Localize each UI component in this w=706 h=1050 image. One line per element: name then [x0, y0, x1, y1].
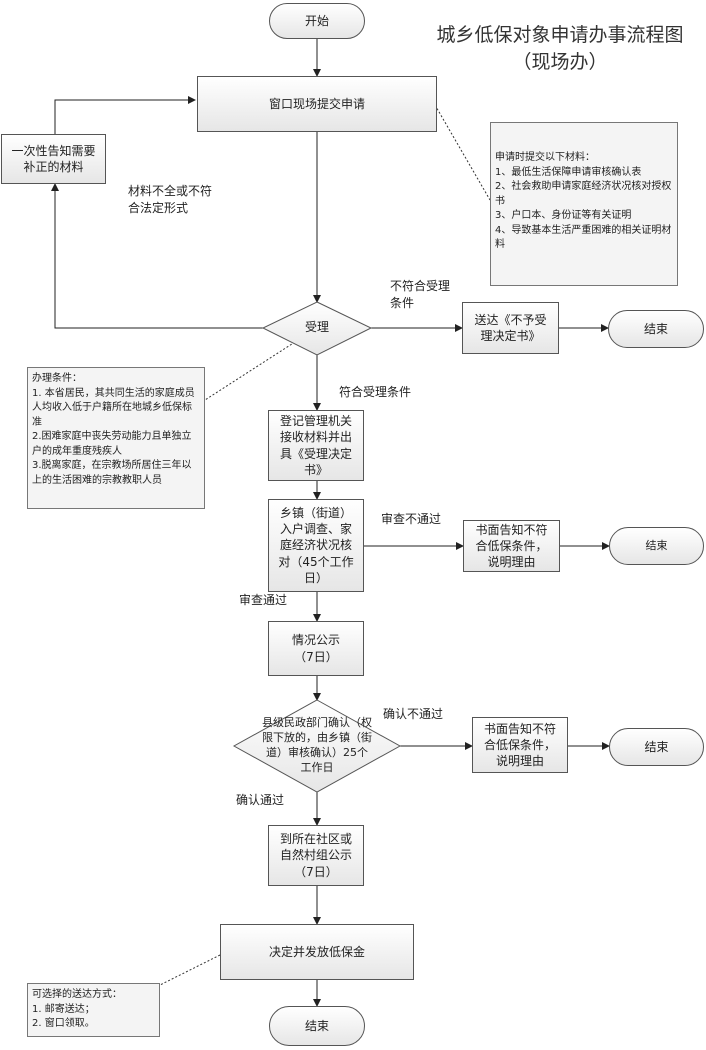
materials-note-heading: 申请时提交以下材料： [495, 152, 595, 163]
end-node-3: 结束 [609, 728, 704, 766]
note-link-conditions [204, 341, 296, 401]
register-node: 登记管理机关接收材料并出具《受理决定书》 [268, 410, 364, 481]
conditions-note-item: 2.困难家庭中丧失劳动能力且单独立户的成年重度残疾人 [32, 431, 192, 457]
decide-node: 决定并发放低保金 [220, 924, 414, 980]
survey-fail-notice-node: 书面告知不符合低保条件，说明理由 [463, 520, 560, 572]
delivery-note-item: 2. 窗口领取。 [32, 1018, 95, 1029]
diagram-title-line1: 城乡低保对象申请办事流程图 [436, 24, 684, 46]
note-link-delivery [159, 954, 221, 986]
diagram-title-line2: （现场办） [512, 51, 608, 73]
edge-label-not-qualified: 不符合受理条件 [390, 279, 451, 310]
note-link-materials [434, 104, 491, 201]
accept-label: 受理 [304, 320, 329, 335]
edge-label-confirm-pass: 确认通过 [236, 793, 285, 807]
delivery-note-heading: 可选择的送达方式： [32, 989, 122, 1000]
edge-notify-submit [54, 96, 196, 134]
edge-accept-notify [51, 183, 263, 329]
county-confirm-diamond [232, 699, 402, 793]
edge-label-review-fail: 审查不通过 [381, 512, 442, 526]
materials-note: 申请时提交以下材料： 1、最低生活保障申请审核确认表 2、社会救助申请家庭经济状… [490, 122, 678, 286]
materials-note-item: 4、导致基本生活严重困难的相关证明材料 [495, 224, 672, 251]
conditions-note: 办理条件： 1. 本省居民，其共同生活的家庭成员人均收入低于户籍所在地城乡低保标… [27, 367, 205, 509]
conditions-note-heading: 办理条件： [32, 373, 82, 384]
materials-note-item: 3、户口本、身份证等有关证明 [495, 210, 632, 221]
start-node: 开始 [269, 3, 365, 39]
edge-label-qualified: 符合受理条件 [339, 385, 412, 399]
notify-correction-node: 一次性告知需要补正的材料 [1, 134, 106, 184]
delivery-note-item: 1. 邮寄送达； [32, 1003, 95, 1015]
end-node-2: 结束 [609, 527, 704, 565]
edge-label-confirm-fail: 确认不通过 [383, 707, 444, 721]
delivery-note: 可选择的送达方式： 1. 邮寄送达； 2. 窗口领取。 [27, 983, 160, 1037]
end-node-1: 结束 [608, 310, 704, 348]
submit-application-node: 窗口现场提交申请 [197, 76, 437, 132]
publicity1-node: 情况公示（7日） [268, 621, 364, 676]
county-confirm-label: 县级民政部门确认（权限下放的，由乡镇（街道）审核确认）25个工作日 [262, 716, 372, 774]
end-node-4: 结束 [269, 1006, 365, 1046]
edge-label-incomplete: 材料不全或不符合法定形式 [128, 184, 213, 215]
conditions-note-item: 1. 本省居民，其共同生活的家庭成员人均收入低于户籍所在地城乡低保标准 [32, 387, 195, 428]
conditions-note-item: 3.脱离家庭，在宗教场所居住三年以上的生活困难的宗教教职人员 [32, 460, 192, 486]
publicity2-node: 到所在社区或自然村组公示（7日） [268, 825, 364, 886]
survey-node: 乡镇（街道）入户调查、家庭经济状况核对（45个工作日） [268, 499, 364, 592]
reject-deliver-node: 送达《不予受理决定书》 [462, 302, 559, 354]
edge-label-review-pass: 审查通过 [239, 593, 288, 607]
confirm-fail-notice-node: 书面告知不符合低保条件，说明理由 [472, 717, 568, 773]
materials-note-item: 1、最低生活保障申请审核确认表 [495, 166, 642, 178]
accept-diamond [261, 301, 373, 356]
materials-note-item: 2、社会救助申请家庭经济状况核对授权书 [495, 181, 672, 207]
